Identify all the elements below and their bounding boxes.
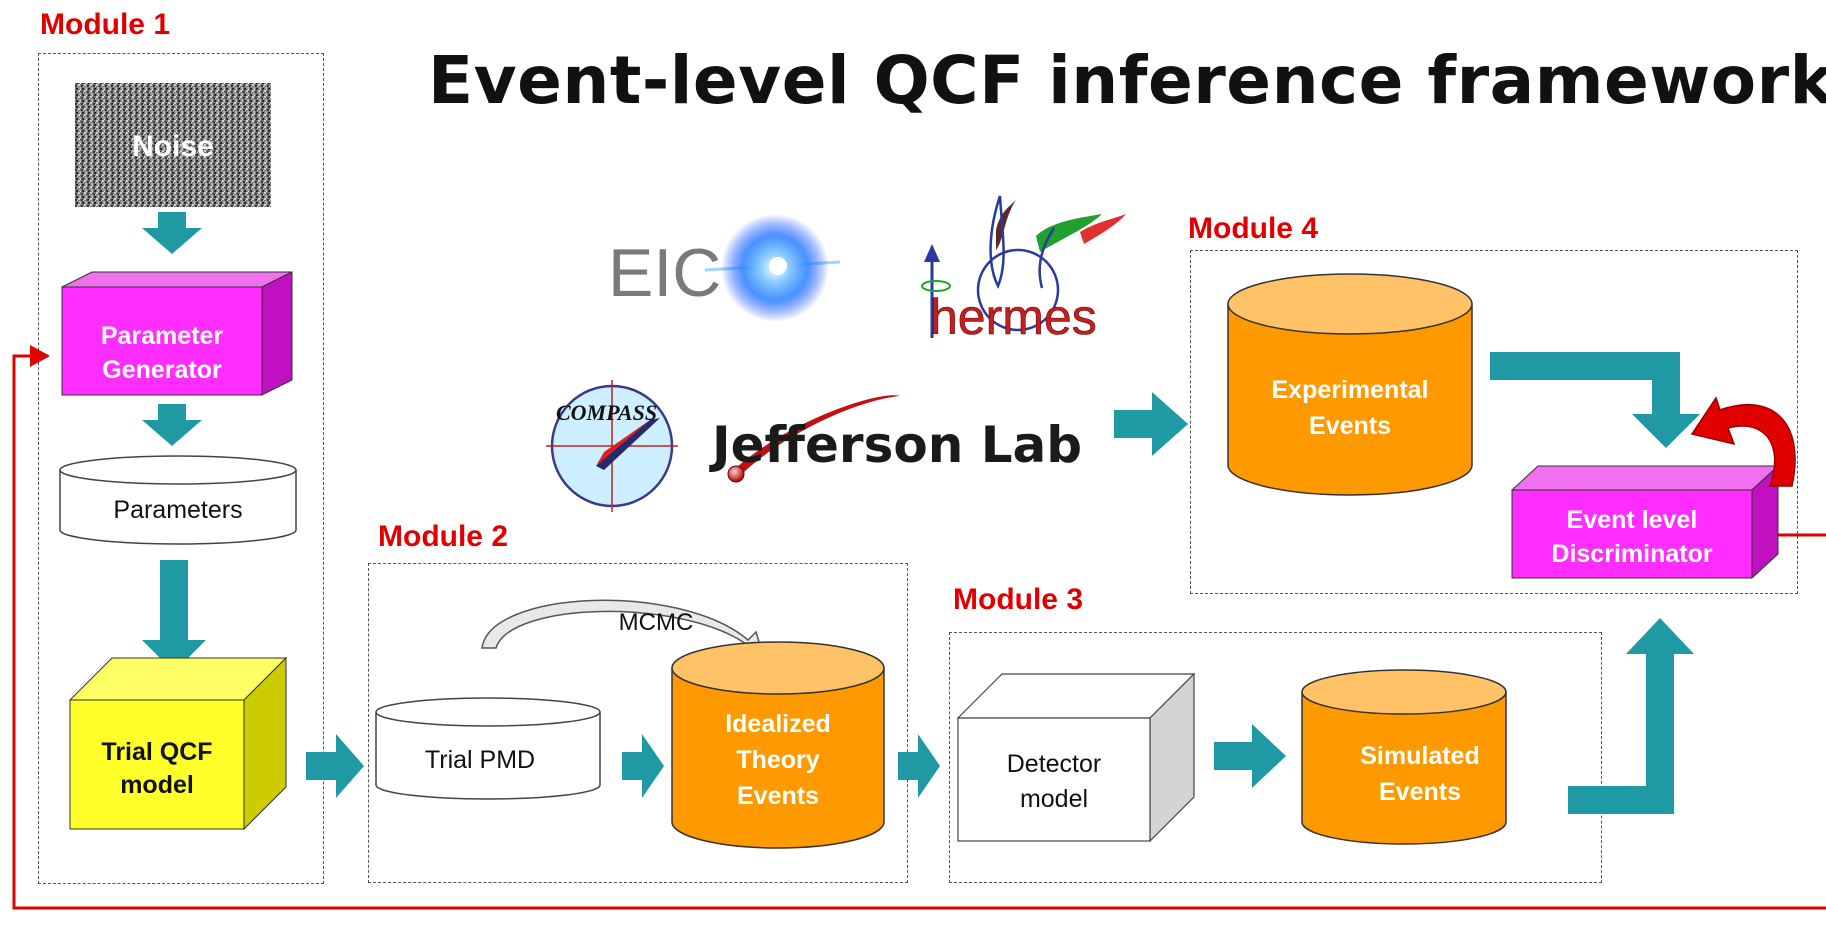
parameters-cylinder: Parameters (59, 455, 297, 545)
module-3-box (949, 632, 1602, 883)
detector-label-2: model (1020, 785, 1088, 813)
arrow-qcf-to-pmd (306, 734, 364, 798)
trial-pmd-cylinder: Trial PMD (375, 697, 601, 800)
compass-logo-text: COMPASS (556, 400, 657, 425)
arrow-experimental-to-discriminator (1490, 352, 1700, 448)
arrow-noise-to-generator (142, 212, 202, 254)
module-2-label: Module 2 (378, 520, 509, 553)
detector-label-1: Detector (1007, 750, 1101, 778)
discriminator-self-loop-arrow (1690, 396, 1796, 487)
simulated-label-1: Simulated (1360, 742, 1479, 770)
discriminator-label-2: Discriminator (1551, 540, 1712, 568)
mcmc-label: MCMC (619, 609, 694, 636)
noise-label: Noise (132, 130, 214, 163)
idealized-label-1: Idealized (725, 710, 831, 738)
arrow-idealized-to-detector (898, 734, 940, 798)
arrow-labs-to-experimental (1114, 392, 1188, 456)
page-title: Event-level QCF inference framework (428, 42, 1826, 119)
experimental-label-1: Experimental (1271, 376, 1428, 404)
simulated-events-cylinder: Simulated Events (1301, 669, 1507, 845)
hermes-logo: hermes (921, 195, 1126, 345)
module-2-box (368, 563, 908, 883)
trial-qcf-label-1: Trial QCF (101, 738, 212, 766)
trial-qcf-label-2: model (120, 771, 194, 799)
simulated-label-2: Events (1379, 778, 1461, 806)
eic-logo-text: EIC (608, 235, 721, 311)
arrow-parameters-to-trialqcf (142, 560, 206, 672)
idealized-label-3: Events (737, 782, 819, 810)
compass-logo: COMPASS (546, 380, 678, 512)
arrow-simulated-to-discriminator (1568, 618, 1694, 814)
parameter-generator-label-2: Generator (102, 356, 222, 384)
experimental-label-2: Events (1309, 412, 1391, 440)
experimental-events-cylinder: Experimental Events (1227, 273, 1473, 496)
discriminator-label-1: Event level (1567, 506, 1698, 534)
module-1-box (38, 53, 324, 884)
mcmc-arrow: MCMC (481, 599, 764, 653)
arrow-pmd-to-idealized (622, 734, 664, 798)
arrow-detector-to-simulated (1214, 724, 1286, 788)
module-3-label: Module 3 (953, 583, 1084, 616)
parameter-generator-label-1: Parameter (101, 322, 224, 350)
parameters-label: Parameters (113, 496, 242, 524)
module-4-box (1190, 250, 1798, 594)
trial-qcf-box: Trial QCF model (68, 656, 288, 831)
parameter-generator-box: Parameter Generator (61, 271, 293, 396)
noise-node: Noise (75, 83, 271, 207)
detector-model-box: Detector model (956, 672, 1196, 843)
idealized-label-2: Theory (736, 746, 819, 774)
hermes-logo-text: hermes (930, 289, 1097, 345)
eic-logo: EIC (608, 214, 841, 322)
module-4-label: Module 4 (1188, 212, 1319, 245)
jefferson-lab-logo-text: Jefferson Lab (709, 416, 1082, 474)
jefferson-lab-logo: Jefferson Lab (709, 395, 1082, 483)
discriminator-box: Event level Discriminator (1510, 464, 1780, 580)
trial-pmd-label: Trial PMD (425, 746, 535, 774)
arrow-generator-to-parameters (142, 404, 202, 446)
module-1-label: Module 1 (40, 8, 171, 41)
idealized-events-cylinder: Idealized Theory Events (671, 641, 885, 849)
